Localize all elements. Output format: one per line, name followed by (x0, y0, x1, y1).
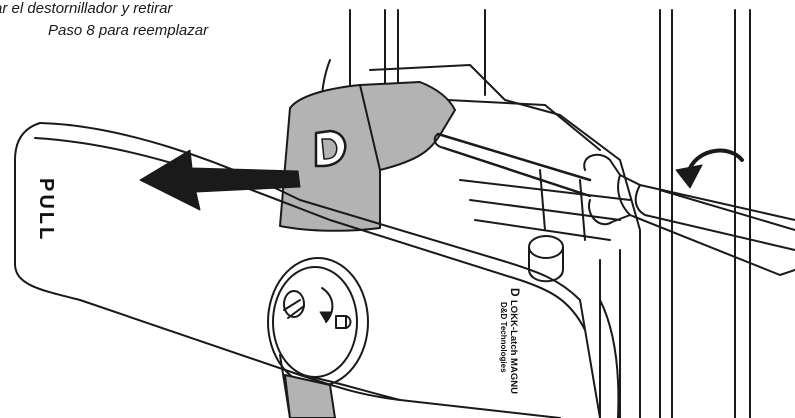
pull-direction-arrow-icon (139, 149, 301, 211)
screwdriver (433, 132, 795, 276)
rotate-arrow-icon (675, 148, 744, 189)
brand-text-line-1: LOKK-Latch MAGNU (508, 300, 519, 394)
handle-lower-shadow (284, 374, 336, 418)
brand-text-line-2: D&D Technologies (499, 302, 508, 373)
instruction-line-2: Paso 8 para reemplazar (48, 22, 209, 39)
gate-post (320, 9, 751, 418)
instruction-line-1: ar el destornillador y retirar (0, 0, 173, 17)
brand-badge: D (508, 288, 522, 297)
pull-label: PULL (35, 178, 57, 242)
d-logo-icon (314, 129, 347, 168)
latch-top-cap (279, 81, 456, 232)
